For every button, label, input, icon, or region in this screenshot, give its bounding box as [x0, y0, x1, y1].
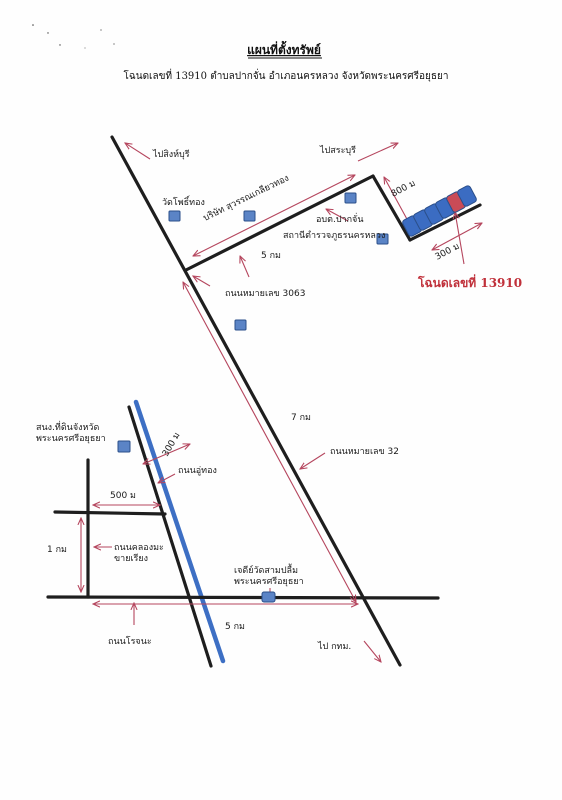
scan-specks [32, 24, 115, 49]
label-to-singburi: ไปสิงห์บุรี [152, 148, 190, 160]
arrow-u-thong [158, 473, 176, 483]
land-office-marker-icon [117, 440, 131, 453]
label-to-saraburi: ไปสระบุรี [319, 145, 356, 156]
label-canal-road-line1: ถนนคลองมะ [114, 543, 164, 553]
obt-pakchan-marker-icon [344, 192, 357, 204]
label-500m: 500 ม [110, 491, 136, 501]
label-police-station: สถานีตำรวจภูธรนครหลวง [283, 230, 385, 241]
label-chedi-line1: เจดีย์วัดสามปลื้ม [234, 563, 298, 576]
target-plot-icon [402, 185, 477, 237]
arrow-police [326, 209, 349, 222]
label-u-thong-road: ถนนอู่ทอง [178, 466, 217, 476]
label-to-bkk: ไป กทม. [317, 641, 351, 652]
label-7km: 7 กม [291, 413, 311, 423]
label-land-office-line1: สนง.ที่ดินจังหวัด [36, 420, 99, 433]
wat-pho-thong-marker-icon [168, 210, 181, 222]
police-station-marker-icon [376, 233, 389, 245]
arrow-company [240, 256, 250, 278]
arrow-deed [455, 212, 465, 265]
road-rojana [46, 595, 440, 600]
arrow-to-singburi [125, 143, 151, 160]
label-rojana-road: ถนนโรจนะ [108, 636, 152, 647]
label-road-3063: ถนนหมายเลข 3063 [225, 289, 305, 299]
arrow-road-3063 [193, 276, 211, 287]
label-obt-pakchan: อบต.ปากจั่น [316, 212, 363, 225]
label-300m-right: 300 ม [434, 242, 462, 263]
landmark-markers [117, 192, 389, 603]
arrow-to-saraburi [357, 143, 398, 162]
arrow-road-32 [300, 452, 326, 469]
label-300m-left: 300 ม [161, 431, 183, 459]
label-800m: 800 ม [390, 179, 418, 200]
arrow-7km [183, 282, 356, 602]
label-1km: 1 กม [47, 545, 67, 555]
label-5km-bottom: 5 กม [225, 622, 245, 632]
road-cross-west [53, 510, 167, 516]
label-chedi-line2: พระนครศรีอยุธยา [234, 576, 304, 587]
map-title: แผนที่ตั้งทรัพย์ [247, 40, 321, 57]
arrow-300m-left [143, 444, 190, 464]
chedi-marker-icon [261, 591, 276, 603]
label-canal-road-line2: ขายเรียง [114, 553, 148, 564]
label-deed: โฉนดเลขที่ 13910 [417, 274, 522, 290]
label-5km-top: 5 กม [261, 251, 281, 261]
map-subtitle: โฉนดเลขที่ 13910 ตำบลปากจั่น อำเภอนครหลว… [124, 68, 449, 82]
arrow-300m-right [432, 223, 482, 250]
landmark-near-road-3063-marker-icon [234, 319, 247, 331]
label-land-office-line2: พระนครศรีอยุธยา [36, 433, 106, 444]
arrow-5km-top [193, 175, 355, 256]
company-marker-icon [243, 210, 256, 222]
label-wat-pho-thong: วัดโพธิ์ทอง [162, 195, 205, 208]
label-road-32: ถนนหมายเลข 32 [330, 447, 399, 457]
arrow-to-bkk [363, 640, 381, 662]
